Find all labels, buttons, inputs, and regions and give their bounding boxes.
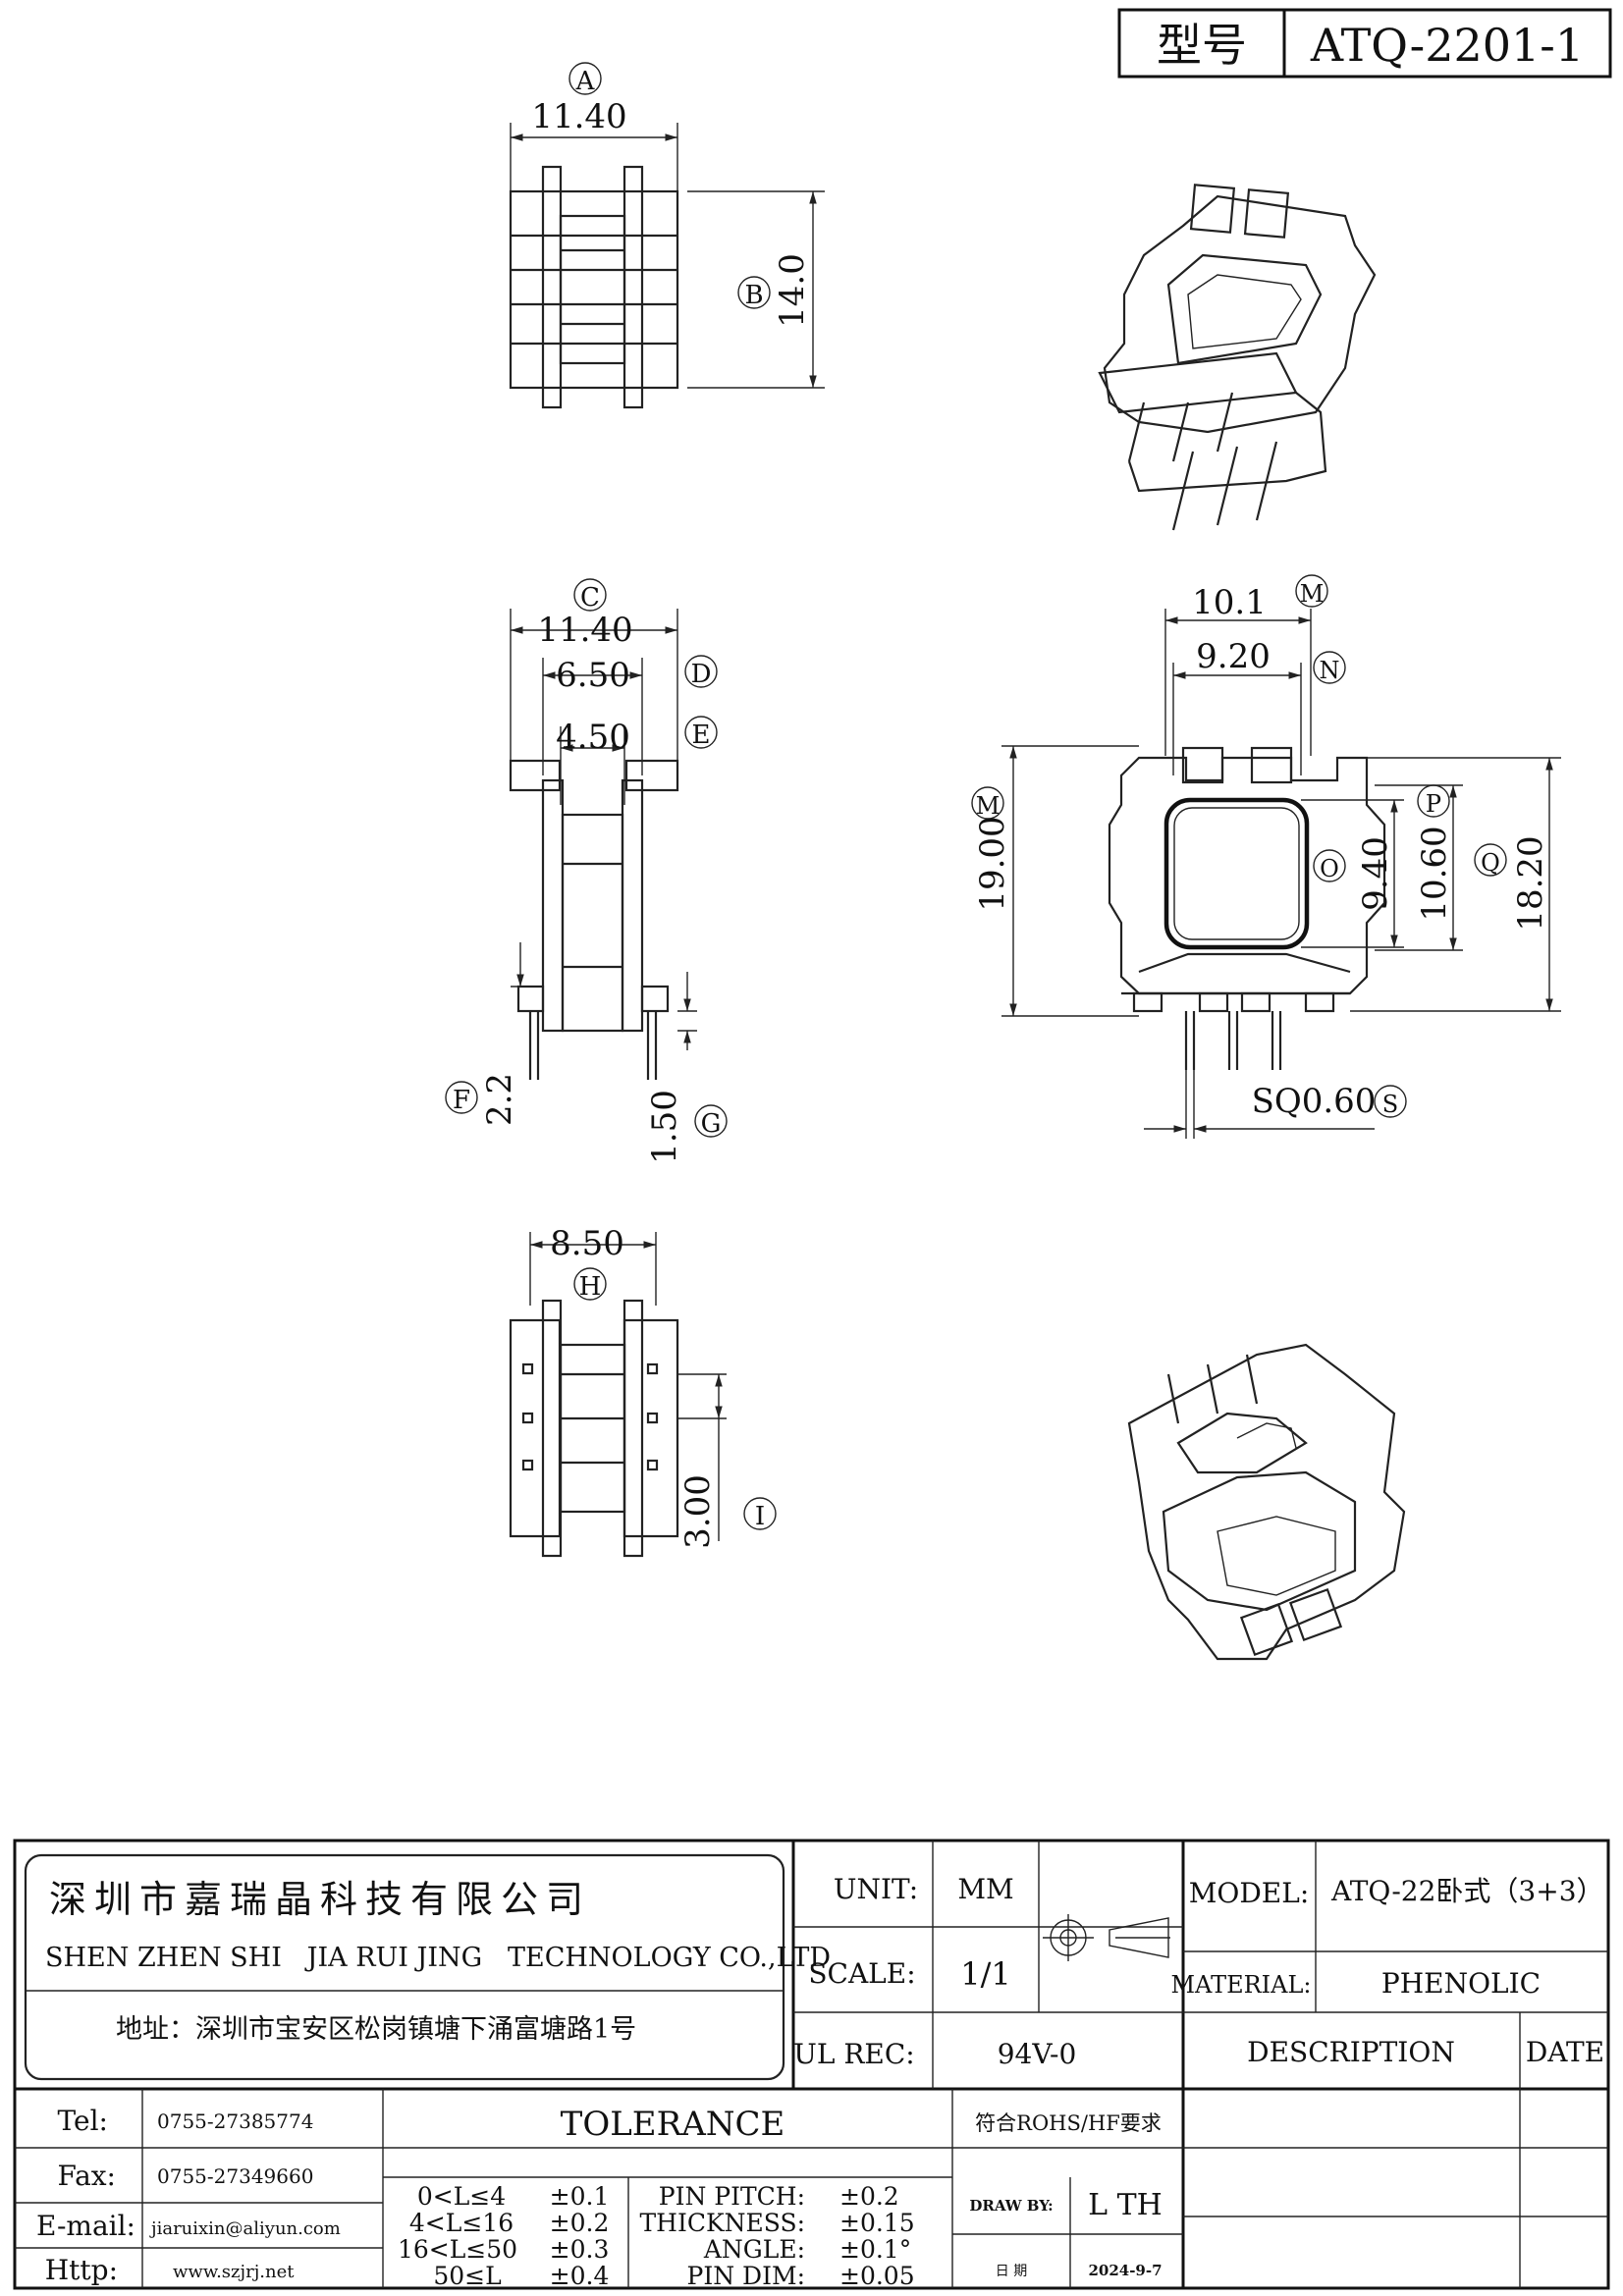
projection-symbol [1043,1914,1170,1961]
label-e: E [692,721,711,750]
title-block: 深圳市嘉瑞晶科技有限公司 SHEN ZHEN SHI JIA RUI JING … [13,1839,1610,2290]
material-value: PHENOLIC [1381,1967,1541,2000]
tol-range-3: 50≤L [433,2262,501,2290]
dim-g-value: 1.50 [645,1090,684,1164]
date-value: 2024-9-7 [1088,2262,1162,2279]
label-h: H [579,1272,602,1302]
tol-value-1: ±0.2 [550,2209,610,2237]
front-view: C 11.40 6.50 D 4.50 E 2.2 F [445,578,728,1164]
model-box-value: ATQ-2201-1 [1310,19,1584,72]
label-m-side: M [976,792,1001,820]
label-p: P [1426,790,1441,818]
dim-q-value: 10.60 [1415,826,1454,921]
label-b: B [744,281,763,310]
unit-value: MM [957,1873,1013,1905]
tol-item-value-2: ±0.1° [839,2235,911,2264]
isometric-view-top [1098,184,1377,531]
tol-range-1: 4<L≤16 [409,2209,514,2237]
bottom-view: 8.50 H 3.00 I [509,1224,777,1558]
dim-f-value: 2.2 [480,1073,519,1126]
tel-value: 0755-27385774 [157,2109,313,2133]
tol-range-0: 0<L≤4 [417,2182,506,2211]
material-label: MATERIAL: [1170,1971,1311,1999]
date-cn: 日 期 [996,2264,1027,2279]
scale-value: 1/1 [960,1955,1011,1993]
unit-label: UNIT: [834,1873,918,1905]
tol-value-0: ±0.1 [550,2182,610,2211]
ul-label: UL REC: [793,2038,914,2070]
description-label: DESCRIPTION [1247,2036,1455,2068]
draw-by-value: L TH [1088,2188,1163,2222]
tol-item-value-1: ±0.15 [839,2209,915,2237]
label-q: Q [1481,849,1500,877]
label-d: D [691,660,712,689]
label-f: F [453,1086,470,1115]
ul-value: 94V-0 [998,2038,1077,2070]
tolerance-title: TOLERANCE [561,2105,785,2144]
tel-label: Tel: [58,2105,108,2137]
dim-h-value: 8.50 [550,1224,624,1263]
tol-item-value-0: ±0.2 [839,2182,899,2211]
fax-value: 0755-27349660 [157,2164,313,2188]
fax-label: Fax: [58,2160,116,2192]
tol-item-name-0: PIN PITCH: [659,2182,805,2211]
dim-total-value: 18.20 [1511,835,1550,931]
pin-dim-value: SQ0.60 [1252,1082,1377,1121]
dim-p-value: 9.40 [1356,836,1395,911]
label-n: N [1320,657,1340,684]
dim-n-value: 9.20 [1196,637,1271,676]
dim-height-value: 19.00 [973,816,1012,911]
model-box-label: 型号 [1157,19,1247,72]
http-value: www.szjrj.net [173,2262,295,2282]
label-o: O [1320,855,1339,882]
dim-e-value: 4.50 [556,718,630,757]
dim-d-value: 6.50 [556,656,630,695]
model-value: ATQ-22卧式（3+3） [1330,1875,1604,1907]
scale-label: SCALE: [808,1957,915,1990]
label-s: S [1382,1091,1398,1118]
dim-i-value: 3.00 [678,1474,718,1549]
dim-m-top-value: 10.1 [1192,583,1267,622]
tol-range-2: 16<L≤50 [398,2235,517,2264]
tol-item-name-2: ANGLE: [703,2235,805,2264]
label-c: C [580,583,600,613]
company-address: 地址：深圳市宝安区松岗镇塘下涌富塘路1号 [116,2014,636,2045]
tol-item-name-1: THICKNESS: [639,2209,805,2237]
tol-value-3: ±0.4 [550,2262,610,2290]
date-label: DATE [1526,2036,1604,2068]
label-i: I [755,1502,765,1531]
side-view: 10.1 M 9.20 N O M 19.00 [971,574,1561,1139]
dim-b-value: 14.0 [773,253,812,328]
label-g: G [701,1109,722,1139]
tol-item-name-3: PIN DIM: [687,2262,805,2290]
tol-value-2: ±0.3 [550,2235,610,2264]
email-value: jiaruixin@aliyun.com [149,2218,341,2239]
draw-by-label: DRAW BY: [969,2197,1053,2215]
dim-c-value: 11.40 [537,611,632,650]
model-box: 型号 ATQ-2201-1 [1117,8,1612,79]
label-a: A [575,67,596,96]
label-m-top: M [1300,580,1325,608]
tol-item-value-3: ±0.05 [839,2262,915,2290]
top-view: A 11.40 B 14.0 [509,62,825,409]
dim-a-value: 11.40 [531,97,626,136]
company-en: SHEN ZHEN SHI JIA RUI JING TECHNOLOGY CO… [45,1943,831,1973]
isometric-view-bottom [1127,1343,1406,1661]
model-label: MODEL: [1189,1877,1310,1909]
company-cn: 深圳市嘉瑞晶科技有限公司 [49,1878,591,1921]
rohs-note: 符合ROHS/HF要求 [975,2111,1162,2135]
http-label: Http: [45,2254,118,2286]
email-label: E-mail: [36,2210,135,2242]
